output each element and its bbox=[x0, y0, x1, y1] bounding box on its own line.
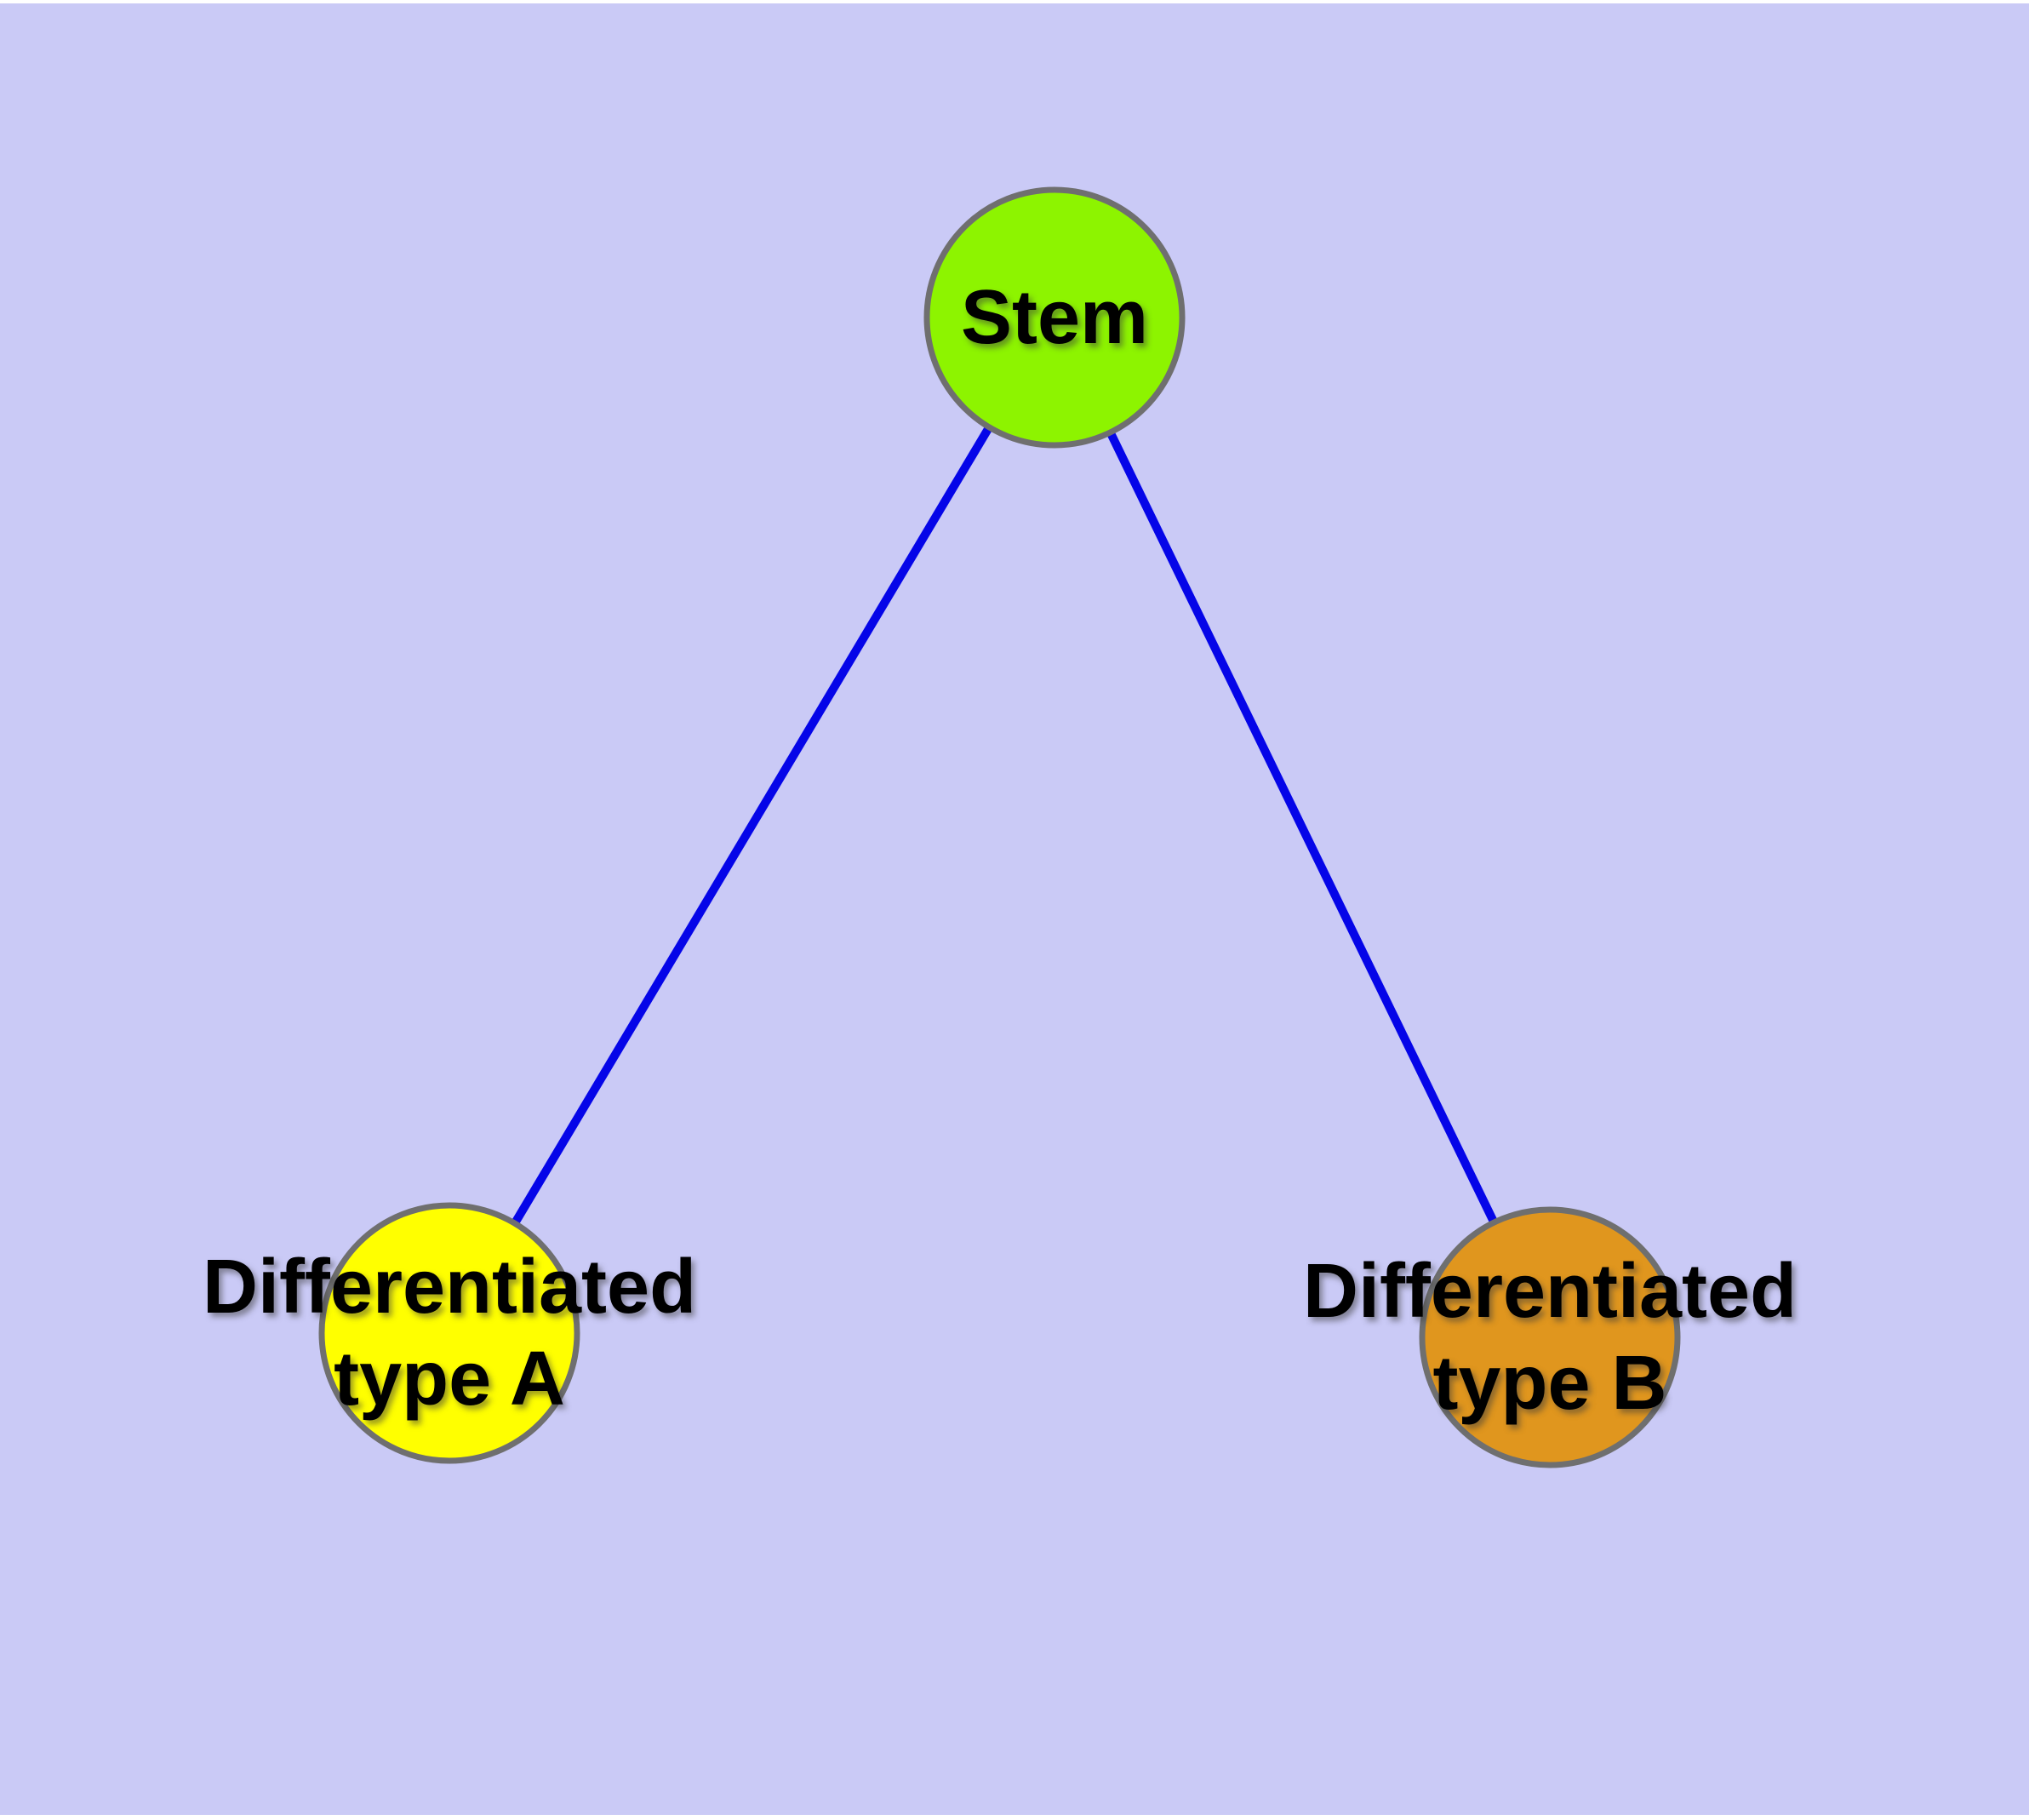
node-stem bbox=[923, 186, 1186, 449]
edge-stem-diff-a bbox=[445, 315, 1059, 1336]
edge-stem-diff-b bbox=[1050, 315, 1554, 1340]
node-diff-b bbox=[1419, 1206, 1681, 1468]
node-diff-a bbox=[318, 1202, 580, 1464]
